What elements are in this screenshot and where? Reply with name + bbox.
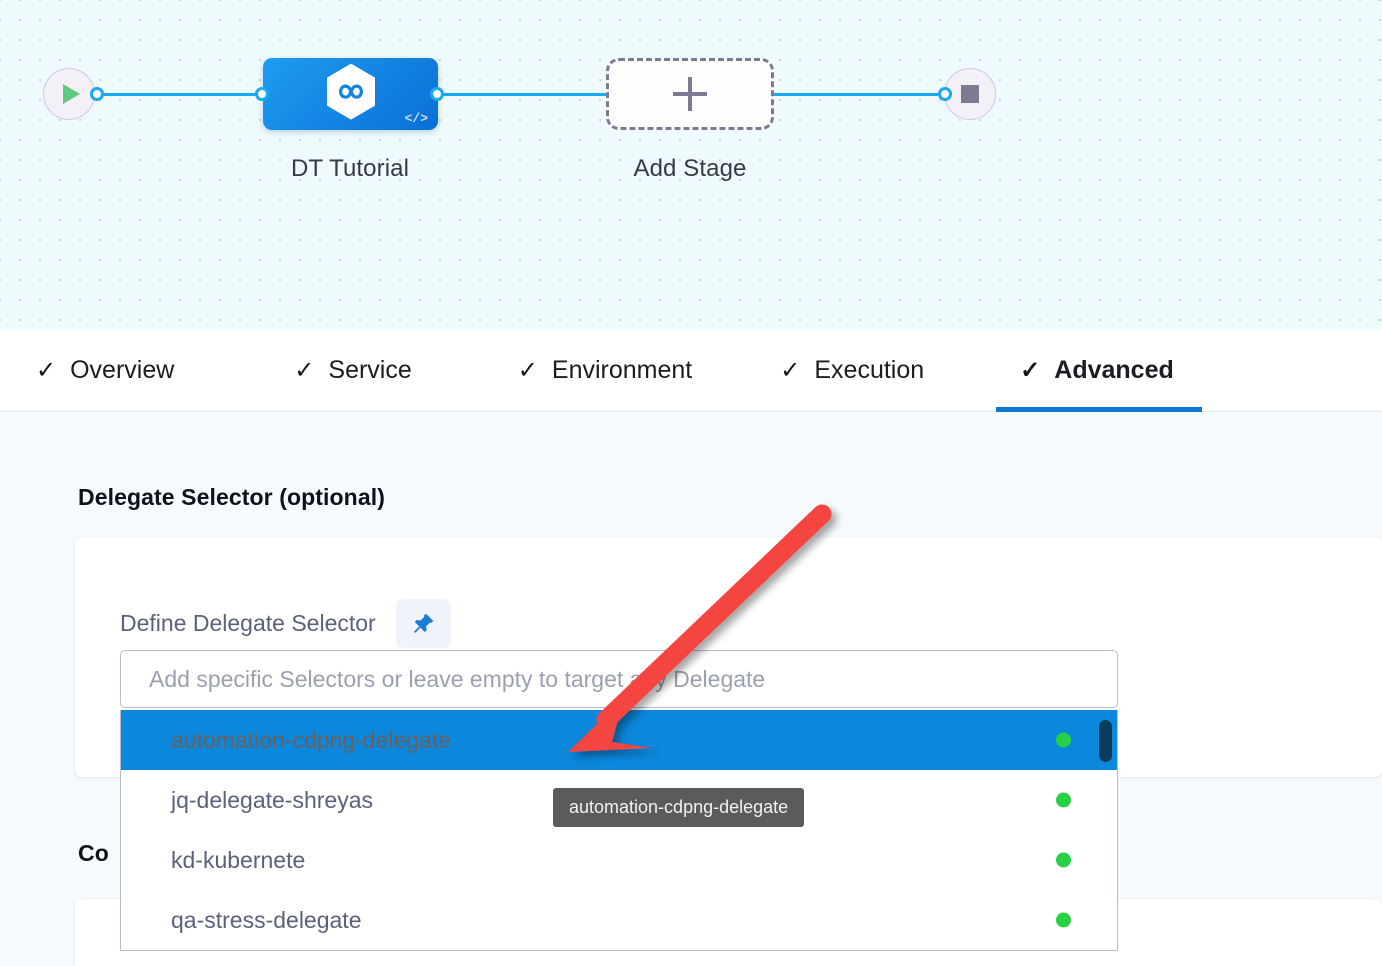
check-icon: ✓ xyxy=(517,356,538,384)
cd-hexagon-infinity-icon xyxy=(326,63,375,120)
pipeline-edge-add-to-end xyxy=(770,93,952,96)
option-label: automation-cdpng-delegate xyxy=(171,726,452,753)
stop-icon xyxy=(961,85,979,103)
stage-config-tabs: ✓ Overview ✓ Service ✓ Environment ✓ Exe… xyxy=(0,330,1382,412)
define-delegate-selector-row: Define Delegate Selector xyxy=(120,599,451,648)
port-stage-input[interactable] xyxy=(255,87,269,101)
option-label: kd-kubernete xyxy=(171,846,306,873)
check-icon: ✓ xyxy=(36,356,57,384)
option-label: jq-delegate-shreyas xyxy=(171,786,374,813)
delegate-selector-heading: Delegate Selector (optional) xyxy=(78,484,385,510)
dropdown-option-automation-cdpng-delegate[interactable]: automation-cdpng-delegate xyxy=(121,710,1117,770)
dropdown-option-qa-stress-delegate[interactable]: qa-stress-delegate xyxy=(121,890,1117,950)
port-stage-output[interactable] xyxy=(430,87,444,101)
tab-execution-label: Execution xyxy=(814,356,925,384)
stage-node-dt-tutorial[interactable]: </> xyxy=(263,58,438,130)
dropdown-option-jq-delegate-shreyas[interactable]: jq-delegate-shreyas xyxy=(121,770,1117,830)
play-icon xyxy=(62,84,80,104)
pipeline-edge-stage-to-add xyxy=(437,93,617,96)
dropdown-option-kd-kubernete[interactable]: kd-kubernete xyxy=(121,830,1117,890)
pipeline-edge-start-to-stage xyxy=(96,93,268,96)
status-dot-connected xyxy=(1056,912,1071,928)
pushpin-icon xyxy=(414,613,434,633)
define-delegate-selector-label: Define Delegate Selector xyxy=(120,610,376,636)
pipeline-start-node[interactable] xyxy=(43,68,95,120)
tab-execution[interactable]: ✓ Execution xyxy=(780,330,924,412)
dropdown-scrollbar-thumb[interactable] xyxy=(1099,720,1112,762)
stage-code-icon: </> xyxy=(404,111,428,126)
check-icon: ✓ xyxy=(1020,356,1041,384)
tab-service[interactable]: ✓ Service xyxy=(294,330,411,412)
add-stage-label: Add Stage xyxy=(633,155,747,182)
pushpin-icon-button[interactable] xyxy=(395,599,451,648)
plus-icon-vertical xyxy=(688,77,692,111)
pipeline-end-node[interactable] xyxy=(944,68,996,120)
delegate-selector-combobox: automation-cdpng-delegate jq-delegate-sh… xyxy=(120,650,1118,951)
port-end-input[interactable] xyxy=(938,87,952,101)
port-start-output[interactable] xyxy=(90,87,104,101)
tab-environment-label: Environment xyxy=(551,356,693,384)
tab-overview-label: Overview xyxy=(70,356,175,384)
conditional-execution-heading: Co xyxy=(78,840,109,866)
check-icon: ✓ xyxy=(780,356,801,384)
delegate-name-tooltip: automation-cdpng-delegate xyxy=(553,788,805,827)
option-label: qa-stress-delegate xyxy=(171,906,362,933)
tab-overview[interactable]: ✓ Overview xyxy=(36,330,174,412)
delegate-selector-input[interactable] xyxy=(120,650,1118,708)
status-dot-connected xyxy=(1056,792,1071,808)
tab-advanced[interactable]: ✓ Advanced xyxy=(996,330,1202,412)
pipeline-canvas[interactable]: </> DT Tutorial Add Stage xyxy=(0,0,1382,330)
tab-environment[interactable]: ✓ Environment xyxy=(518,330,692,412)
tab-service-label: Service xyxy=(328,356,412,384)
stage-node-label: DT Tutorial xyxy=(290,155,410,182)
status-dot-connected xyxy=(1056,732,1071,748)
add-stage-node[interactable] xyxy=(606,58,774,130)
tab-advanced-label: Advanced xyxy=(1054,356,1174,384)
check-icon: ✓ xyxy=(294,356,315,384)
delegate-selector-dropdown[interactable]: automation-cdpng-delegate jq-delegate-sh… xyxy=(120,710,1118,951)
status-dot-connected xyxy=(1056,852,1071,868)
